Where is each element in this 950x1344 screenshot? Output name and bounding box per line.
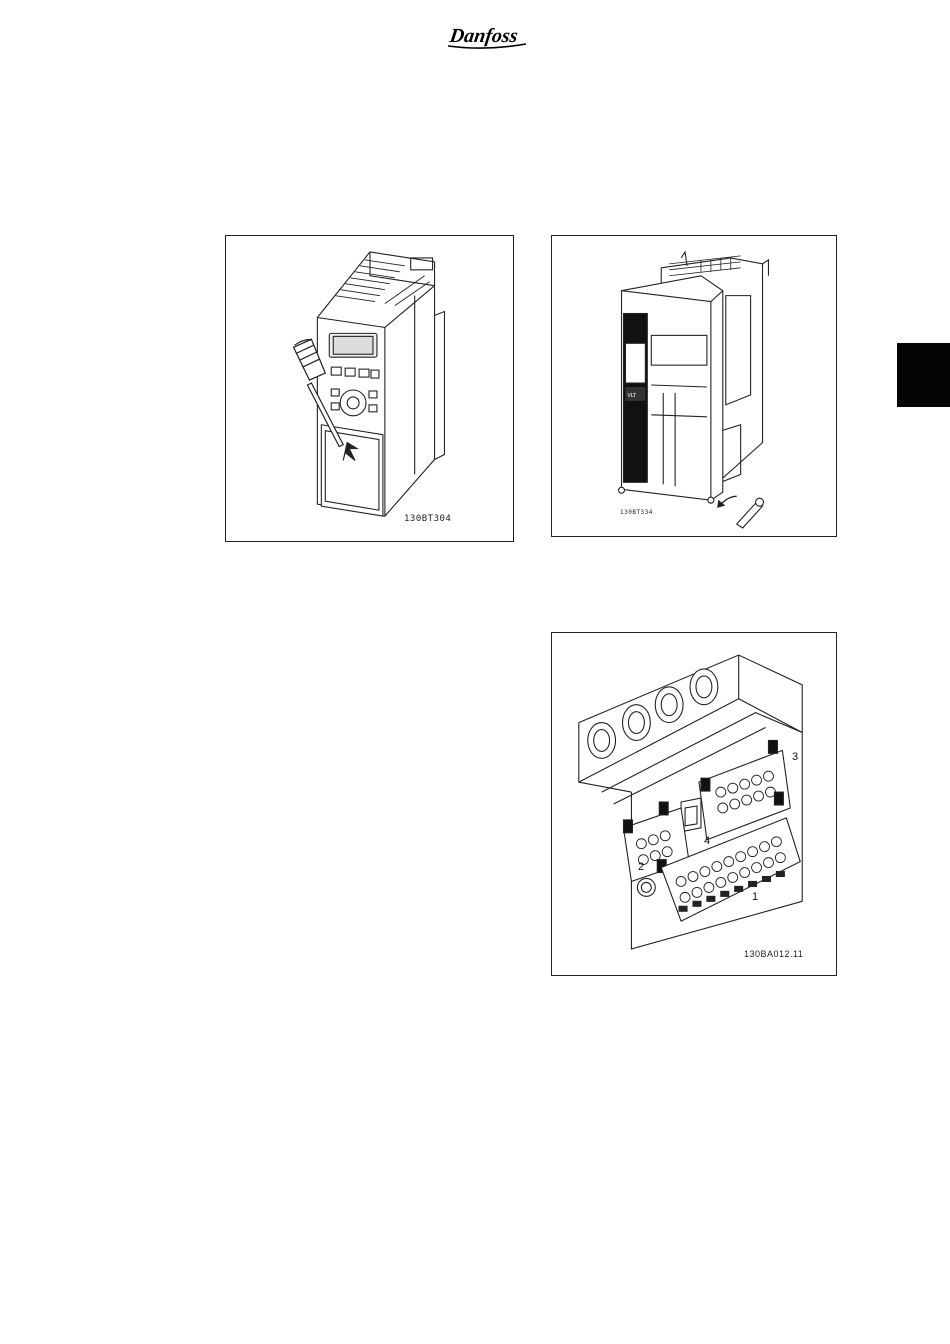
- callout-4: 4: [704, 835, 710, 847]
- drive-cover-illustration: VLT: [552, 236, 836, 536]
- figure-front-cover-removal: 130BT304: [225, 235, 514, 542]
- figure-code: 130BT304: [404, 514, 451, 524]
- figure-code: 130BT334: [620, 509, 653, 516]
- callout-3: 3: [792, 751, 798, 763]
- vlt-label: VLT: [627, 393, 636, 399]
- callout-2: 2: [638, 861, 644, 873]
- figure-cover-screw: VLT 130BT334: [551, 235, 837, 537]
- drive-screwdriver-illustration: [226, 236, 513, 541]
- chapter-tab: [897, 343, 950, 407]
- figure-code: 130BA012.11: [744, 949, 803, 959]
- figure-terminal-blocks: 1 2 3 4 130BA012.11: [551, 632, 837, 976]
- terminal-blocks-illustration: [552, 633, 836, 975]
- danfoss-logo: Danfoss: [440, 20, 532, 52]
- callout-1: 1: [752, 891, 758, 903]
- danfoss-logo-wordmark: Danfoss: [440, 20, 532, 52]
- brand-text: Danfoss: [447, 25, 519, 47]
